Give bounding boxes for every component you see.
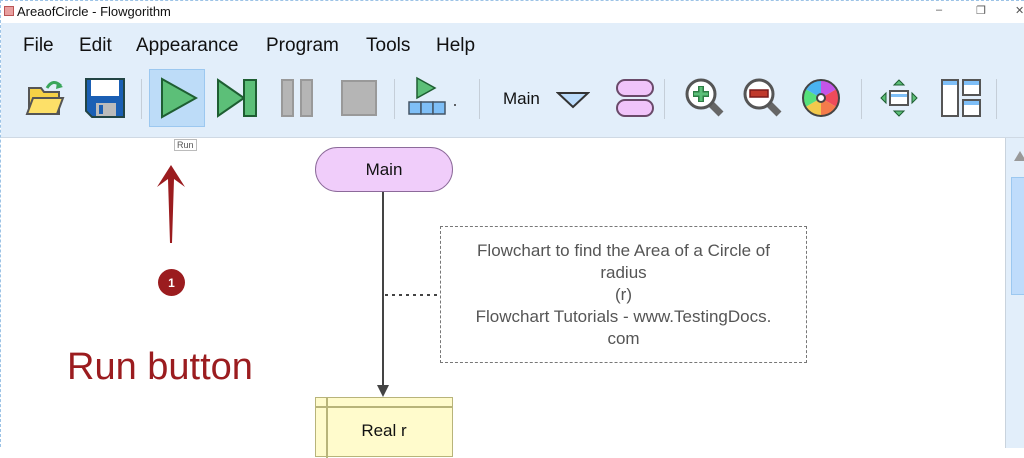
stop-icon [341, 80, 377, 116]
chevron-down-icon [555, 92, 591, 109]
app-icon [4, 6, 14, 16]
toolbar-separator [394, 79, 395, 119]
annotation-label: Run button [67, 346, 253, 388]
menu-program[interactable]: Program [266, 35, 339, 56]
toolbar-separator [664, 79, 665, 119]
scrollbar-thumb[interactable] [1011, 177, 1024, 295]
zoom-in-icon [685, 78, 724, 117]
flow-connector [377, 191, 439, 397]
function-select[interactable]: Main [503, 89, 540, 108]
step-icon [217, 78, 257, 118]
declare-label: Real r [361, 421, 407, 440]
run-speed-button[interactable] [403, 69, 459, 127]
close-button[interactable]: ✕ [1015, 5, 1024, 17]
menu-appearance[interactable]: Appearance [136, 35, 239, 56]
scroll-up-arrow-icon[interactable] [1014, 151, 1024, 161]
manage-functions-button[interactable] [607, 69, 663, 127]
color-wheel-icon [802, 79, 840, 117]
toolbar-separator [141, 79, 142, 119]
open-folder-icon [25, 81, 65, 115]
speed-icon [408, 76, 456, 115]
restore-button[interactable]: ❐ [976, 5, 986, 17]
start-terminal[interactable]: Main [315, 147, 453, 192]
pause-icon [281, 79, 313, 117]
menu-edit[interactable]: Edit [79, 35, 112, 56]
menu-file[interactable]: File [23, 35, 54, 56]
layout-button[interactable] [933, 69, 989, 127]
zoom-out-icon [743, 78, 782, 117]
comment-line: radius [600, 262, 647, 282]
toolbar-separator [996, 79, 997, 119]
step-button[interactable] [209, 69, 265, 127]
layout-icon [941, 79, 981, 117]
play-icon [161, 77, 198, 119]
run-tooltip: Run [174, 139, 197, 151]
function-dropdown-button[interactable] [555, 89, 591, 116]
comment-box[interactable]: Flowchart to find the Area of a Circle o… [440, 226, 807, 363]
minimize-button[interactable]: – [936, 4, 943, 16]
step-badge: 1 [158, 269, 185, 296]
color-scheme-button[interactable] [793, 69, 849, 127]
comment-line: (r) [615, 284, 632, 304]
toolbar-separator [861, 79, 862, 119]
menu-tools[interactable]: Tools [366, 35, 411, 56]
save-button[interactable] [77, 69, 133, 127]
start-label: Main [365, 159, 403, 179]
open-button[interactable] [17, 69, 73, 127]
comment-line: com [607, 328, 640, 348]
floppy-disk-icon [85, 78, 125, 118]
fit-view-button[interactable] [871, 69, 927, 127]
comment-line: Flowchart to find the Area of a Circle o… [477, 240, 770, 260]
zoom-out-button[interactable] [735, 69, 791, 127]
functions-icon [616, 79, 654, 117]
pause-button[interactable] [269, 69, 325, 127]
title-bar [1, 1, 1024, 23]
menu-help[interactable]: Help [436, 35, 476, 56]
arrows-icon [880, 79, 918, 117]
stop-button[interactable] [331, 69, 387, 127]
comment-line: Flowchart Tutorials - www.TestingDocs. [475, 306, 772, 326]
run-button[interactable] [149, 69, 205, 127]
window-title: AreaofCircle - Flowgorithm [17, 4, 171, 19]
annotation-arrow-icon [157, 165, 185, 243]
zoom-in-button[interactable] [677, 69, 733, 127]
toolbar-separator [479, 79, 480, 119]
